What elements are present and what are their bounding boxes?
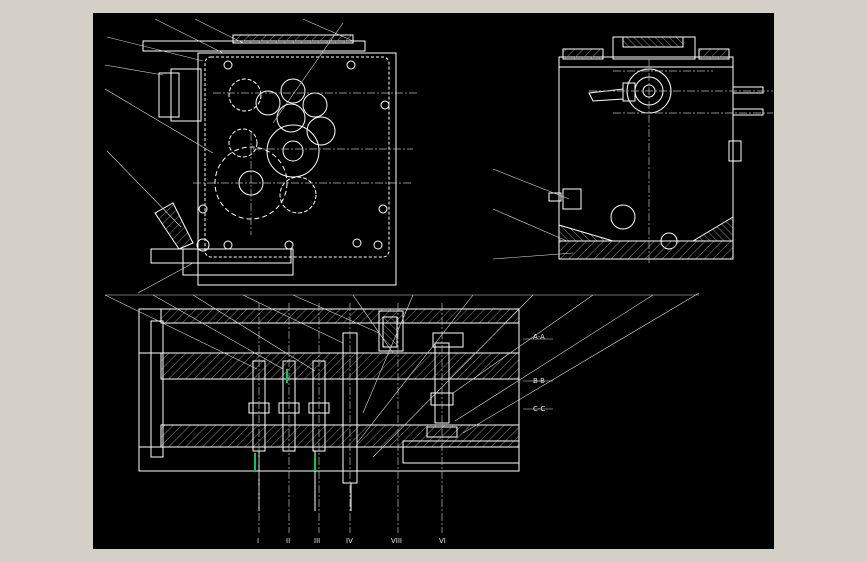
shaft-label-3: III [314, 537, 320, 545]
side-housing-outline [558, 56, 734, 260]
side-view [492, 36, 773, 263]
bolt-holes [196, 60, 390, 252]
front-view [104, 18, 418, 294]
shaft-label-6: VI [439, 537, 446, 545]
section-marks: A-A B-B C-C [533, 333, 545, 413]
shaft-labels: I II III IV VIII VI [257, 537, 446, 545]
shaft-label-5: VIII [391, 537, 402, 545]
section-mark-a: A-A [533, 333, 545, 341]
technical-drawing: A-A B-B C-C I II III IV VIII VI [104, 18, 773, 545]
housing-outline [197, 52, 397, 286]
plan-view [104, 292, 700, 533]
section-mark-c: C-C [533, 405, 545, 413]
shaft-label-2: II [286, 537, 290, 545]
cad-drawing-canvas[interactable]: A-A B-B C-C I II III IV VIII VI [93, 13, 774, 549]
shaft-label-4: IV [346, 537, 353, 545]
section-mark-b: B-B [533, 377, 545, 385]
shaft-label-1: I [257, 537, 259, 545]
